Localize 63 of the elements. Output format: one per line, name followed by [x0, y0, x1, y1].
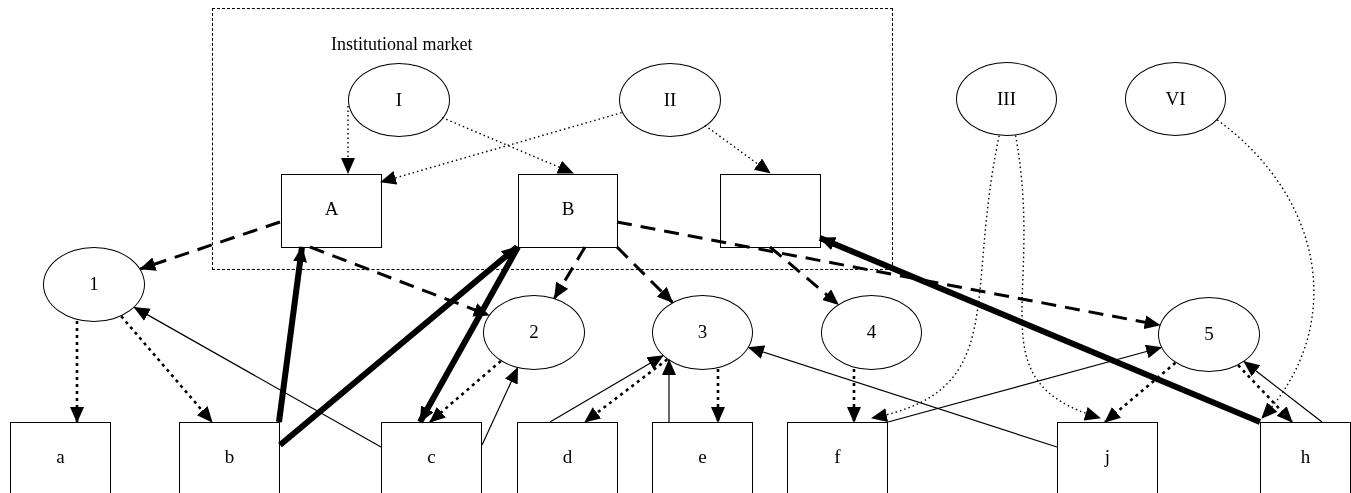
node-label: III [997, 86, 1016, 111]
arrow [133, 306, 382, 448]
arrow [769, 245, 840, 306]
node-label: Institutional market [331, 34, 473, 54]
group-boundary [212, 8, 893, 270]
arrow [1104, 361, 1177, 423]
node-label: VI [1165, 86, 1186, 111]
arrow [1237, 364, 1293, 423]
arrow [429, 360, 502, 423]
ellipse-node [652, 295, 753, 370]
node-label: 1 [89, 272, 99, 297]
node-label: e [698, 445, 707, 469]
arrow [481, 367, 519, 446]
node-label: 3 [697, 320, 708, 345]
process-box [1057, 422, 1158, 493]
node-label: 5 [1204, 322, 1214, 347]
node-label: b [224, 445, 235, 469]
arrow [818, 235, 1262, 425]
node-label: I [395, 87, 403, 112]
arrow [1243, 361, 1323, 423]
arrow [871, 134, 1000, 421]
arrow [278, 244, 519, 448]
arrow [380, 111, 623, 185]
ellipse-node [483, 295, 585, 370]
arrow [615, 245, 674, 304]
arrow [553, 246, 587, 299]
arrow [309, 245, 490, 317]
process-box [652, 422, 753, 493]
arrow [276, 246, 307, 423]
process-box [787, 422, 888, 493]
arrow [139, 220, 281, 271]
node-label: a [56, 445, 65, 469]
arrow [887, 344, 1163, 423]
arrow [584, 358, 669, 424]
node-label: A [324, 197, 339, 221]
arrow [616, 220, 1161, 330]
arrow [120, 315, 213, 423]
node-label: c [427, 445, 436, 469]
arrow [847, 369, 861, 423]
process-box [517, 422, 618, 493]
node-label: II [663, 87, 677, 112]
arrow [341, 105, 355, 174]
process-box [10, 422, 111, 493]
process-box [1260, 422, 1351, 493]
arrow [549, 355, 664, 423]
process-box [179, 422, 280, 493]
node-label: 2 [529, 320, 539, 345]
arrow [662, 359, 676, 423]
arrow [711, 369, 725, 423]
process-box [281, 174, 382, 248]
arrow [70, 321, 84, 423]
arrow [441, 116, 574, 174]
node-label: j [1104, 445, 1111, 469]
node-label: h [1300, 445, 1311, 469]
arrow [417, 245, 521, 424]
node-label: f [834, 445, 841, 469]
process-box [720, 174, 821, 248]
node-label: d [562, 445, 573, 469]
node-label: 4 [866, 320, 877, 345]
process-box [518, 174, 618, 248]
node-label: B [561, 197, 575, 221]
arrow [704, 124, 771, 174]
process-box [381, 422, 482, 493]
